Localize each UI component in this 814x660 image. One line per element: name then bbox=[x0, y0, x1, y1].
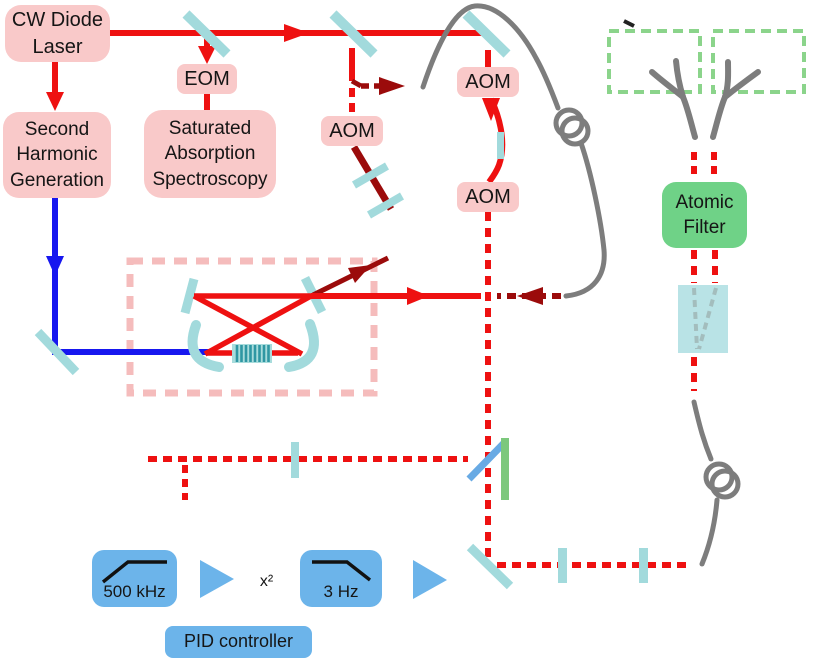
detector-dashed-box-left bbox=[607, 29, 702, 94]
squarer-label: x² bbox=[259, 572, 274, 590]
sas-label: Saturated Absorption Spectroscopy bbox=[152, 118, 268, 190]
lowpass-filter-box: 3 Hz bbox=[300, 550, 382, 607]
shg-label: Second Harmonic Generation bbox=[9, 119, 104, 191]
aom-bottom-right-box: AOM bbox=[457, 182, 519, 212]
fiber2-lower bbox=[699, 497, 720, 567]
highpass-filter-label: 500 kHz bbox=[103, 581, 166, 601]
beam-aom-to-aom bbox=[486, 97, 506, 184]
aom-left-box: AOM bbox=[321, 116, 383, 146]
pid-controller-label: PID controller bbox=[183, 631, 294, 652]
waveplate-bottom-1 bbox=[558, 548, 567, 583]
photodetector bbox=[501, 438, 509, 500]
beam-to-eom-arrow bbox=[198, 46, 216, 64]
beam-shg-arrow bbox=[46, 256, 64, 276]
highpass-filter-box: 500 kHz bbox=[92, 550, 177, 607]
cw-diode-laser-label: CW Diode Laser bbox=[11, 9, 104, 58]
beam-aom-arrow bbox=[482, 98, 500, 121]
waveplate-aom-left-1 bbox=[352, 162, 389, 189]
beam-branch-jog bbox=[350, 78, 363, 89]
beamsplitter-main bbox=[329, 10, 378, 58]
mirror-blue-beam bbox=[34, 328, 80, 376]
cube-beam-left bbox=[692, 287, 699, 350]
waveplate-pickoff bbox=[291, 442, 299, 478]
lowpass-filter-label: 3 Hz bbox=[323, 581, 359, 601]
fiber2-coil-a bbox=[703, 461, 735, 493]
cavity-output-diag bbox=[311, 255, 390, 298]
eom-box: EOM bbox=[177, 64, 237, 94]
beam-fiber-return-arrow bbox=[517, 287, 543, 305]
cavity-curved-mirror-left bbox=[187, 320, 224, 372]
small-mark bbox=[623, 19, 635, 28]
fiber-splitter-right-arm2 bbox=[722, 59, 732, 100]
atomic-filter-label: Atomic Filter bbox=[675, 191, 734, 238]
fiber2-upper bbox=[691, 399, 714, 462]
eom-label: EOM bbox=[184, 67, 230, 90]
fiber1-lower bbox=[563, 140, 607, 299]
crystal-stripes bbox=[235, 345, 270, 362]
sas-box: Saturated Absorption Spectroscopy bbox=[144, 110, 276, 198]
highpass-icon bbox=[101, 560, 167, 584]
fiber1-coil-b bbox=[559, 115, 591, 147]
cavity-curved-mirror-right bbox=[284, 319, 319, 372]
pid-controller-box: PID controller bbox=[165, 626, 312, 658]
fiber2-coil-b bbox=[709, 468, 741, 500]
aom-bottom-right-label: AOM bbox=[465, 185, 511, 208]
cavity-beam-diag1 bbox=[192, 293, 304, 357]
aom-left-label: AOM bbox=[329, 119, 375, 142]
cavity-output-diag-arrow bbox=[348, 265, 371, 283]
amplifier-2 bbox=[413, 560, 447, 599]
shg-box: Second Harmonic Generation bbox=[3, 112, 111, 198]
beam-main-arrow bbox=[284, 24, 309, 42]
cavity-beam-diag2 bbox=[203, 293, 313, 357]
waveplate-aom-chain bbox=[497, 132, 504, 159]
mirror-bottom bbox=[466, 543, 514, 590]
cw-diode-laser-box: CW Diode Laser bbox=[5, 5, 110, 62]
cavity-output-arrow bbox=[407, 287, 429, 305]
beamsplitter-eom bbox=[182, 10, 231, 58]
fiber1-upper bbox=[420, 3, 561, 111]
filter-cube bbox=[678, 285, 728, 353]
amplifier-1 bbox=[200, 560, 234, 598]
aom-top-right-label: AOM bbox=[465, 70, 511, 93]
squarer-node: x² bbox=[251, 566, 282, 597]
fiber-splitter-left-stem bbox=[680, 94, 698, 140]
mirror-top-right bbox=[462, 10, 511, 58]
cavity-flat-mirror-left bbox=[180, 277, 199, 315]
aom-top-right-box: AOM bbox=[457, 67, 519, 97]
fiber-splitter-right-stem bbox=[710, 94, 728, 140]
beam-branch-arrow bbox=[379, 77, 405, 95]
cavity-dashed-box bbox=[126, 257, 378, 397]
lowpass-icon bbox=[312, 560, 372, 582]
pickoff-beamsplitter bbox=[466, 438, 509, 482]
beam-laser-to-shg-arrow bbox=[46, 92, 64, 111]
detector-dashed-box-right bbox=[711, 29, 806, 94]
atomic-filter-box: Atomic Filter bbox=[662, 182, 747, 248]
cube-beam-right bbox=[697, 287, 718, 350]
waveplate-bottom-2 bbox=[639, 548, 648, 583]
fiber-splitter-left-arm2 bbox=[673, 58, 686, 100]
waveplate-aom-left-2 bbox=[367, 192, 404, 219]
